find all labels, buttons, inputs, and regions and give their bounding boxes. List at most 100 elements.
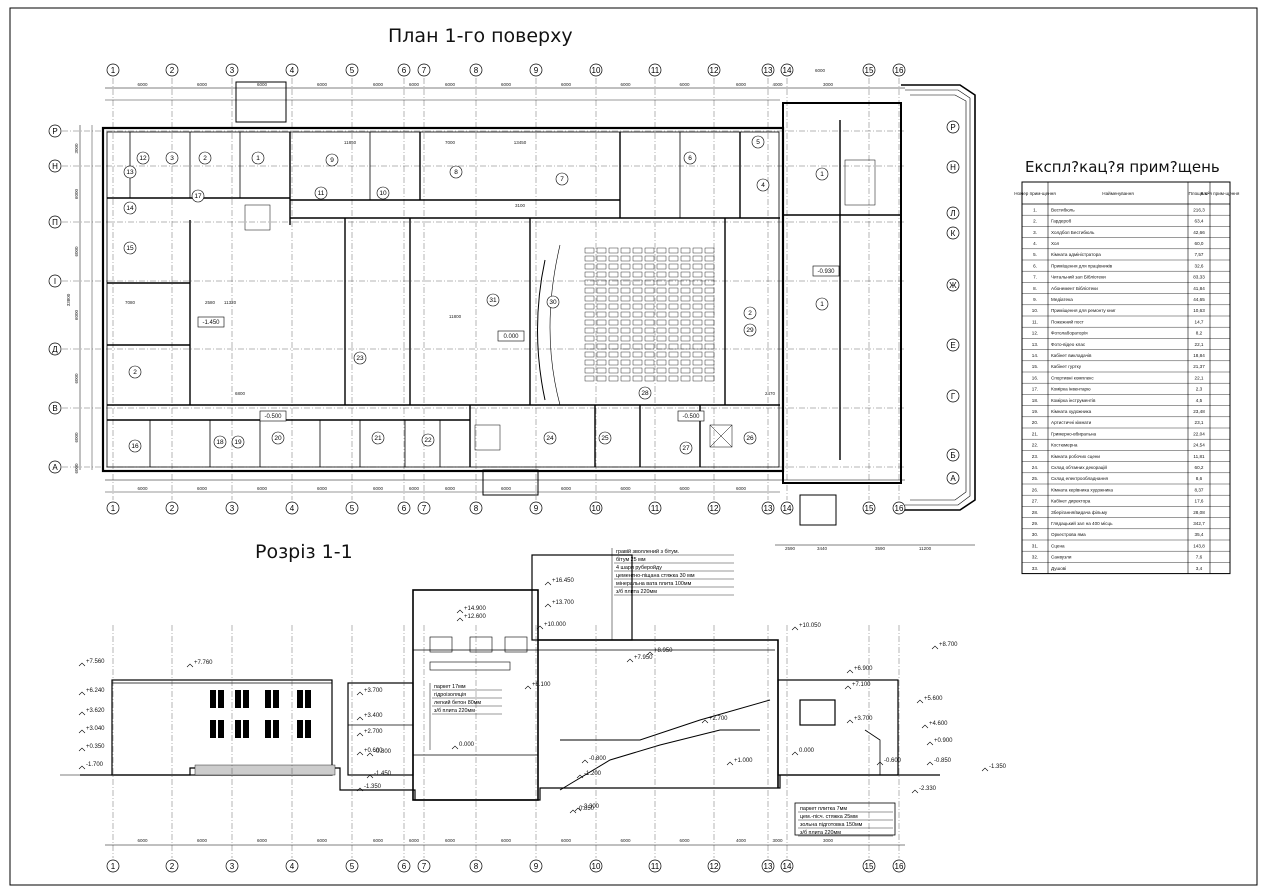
- section-level-value: +12.600: [464, 614, 487, 620]
- room-number: 21: [374, 435, 382, 442]
- axis-bubble-left-2: П: [48, 215, 62, 229]
- axis-bubble-right-5-label: Е: [950, 341, 955, 350]
- section-level-mark: +0.350: [78, 744, 105, 752]
- room-number: 8: [454, 169, 458, 176]
- room-tag-6: 6: [683, 151, 697, 165]
- table-cell: 3,4: [1196, 566, 1203, 571]
- axis-bubble-right-8-label: А: [950, 474, 956, 483]
- axis-bubble-bottom-3: 3: [225, 501, 239, 515]
- table-cell: Спортивні комплекс: [1051, 375, 1094, 380]
- section-dim: 6000: [373, 838, 384, 843]
- room-number: 13: [126, 169, 134, 176]
- table-cell: Кімната робочих сцени: [1051, 454, 1100, 459]
- table-cell: 342,7: [1193, 521, 1205, 526]
- section-axis-bubble-5: 5: [345, 859, 359, 873]
- section-axis-bubble-6: 6: [397, 859, 411, 873]
- section-dim: 6000: [679, 838, 690, 843]
- axis-bubble-top-3: 3: [225, 63, 239, 77]
- section-level-value: -2.330: [919, 786, 937, 792]
- room-number: 19: [234, 439, 242, 446]
- axis-bubble-left-5: В: [48, 401, 62, 415]
- section-level-value: -1.700: [86, 762, 104, 768]
- section-axis-bubble-11: 11: [648, 859, 662, 873]
- room-tag-2: 2: [128, 365, 142, 379]
- section-dim: 4000: [736, 838, 747, 843]
- axis-bubble-top-14-label: 14: [783, 66, 792, 75]
- table-cell: Кімната керівника художника: [1051, 487, 1113, 492]
- section-level-value: +3.700: [364, 688, 383, 694]
- room-number: 3: [170, 155, 174, 162]
- section-level-value: +3.700: [854, 716, 873, 722]
- axis-bubble-left-6: А: [48, 460, 62, 474]
- room-tag-12: 12: [136, 151, 150, 165]
- window: [218, 720, 224, 738]
- window: [218, 690, 224, 708]
- roof-layer-note: мінеральна вата плита 100мм: [616, 581, 692, 587]
- section-axis-bubble-9: 9: [529, 859, 543, 873]
- plan-dim-top: 6000: [197, 82, 208, 87]
- section-level-mark: +8.950: [646, 648, 673, 656]
- table-cell: Глядацький зал на 400 місць: [1051, 520, 1113, 526]
- plan-dim-bottom: 6000: [257, 486, 268, 491]
- axis-bubble-bottom-13: 13: [761, 501, 775, 515]
- axis-bubble-left-4-label: Д: [52, 345, 58, 354]
- section-dim: 6000: [561, 838, 572, 843]
- plan-title: План 1-го поверху: [388, 25, 573, 47]
- table-cell: 24,54: [1193, 443, 1205, 448]
- plan-dim-bottom: 6000: [197, 486, 208, 491]
- room-tag-21: 21: [371, 431, 385, 445]
- section-axis-bubble-1: 1: [106, 859, 120, 873]
- floor-layer-note-right: зольна підготовка 150мм: [800, 822, 863, 828]
- section-level-mark: +3.700: [846, 716, 873, 724]
- section-level-value: +5.600: [924, 696, 943, 702]
- plan-dim-internal: 3100: [515, 203, 526, 208]
- table-cell: 24.: [1032, 465, 1038, 470]
- section-level-mark: +3.700: [356, 688, 383, 696]
- section-level-value: +4.600: [929, 721, 948, 727]
- table-cell: Хол: [1051, 241, 1059, 246]
- plan-dim-left: 6000: [74, 373, 79, 384]
- window: [243, 690, 249, 708]
- section-dim: 6000: [620, 838, 631, 843]
- table-cell: 32.: [1032, 555, 1038, 560]
- section-axis-bubble-14-label: 14: [783, 862, 792, 871]
- room-number: 1: [256, 155, 260, 162]
- section-level-mark: +10.000: [536, 622, 567, 630]
- table-cell: Склад об'ємних декорацій: [1051, 464, 1107, 470]
- roof-layer-note: цементно-піщана стяжка 30 мм: [616, 573, 695, 579]
- axis-bubble-right-7-label: Б: [950, 451, 955, 460]
- section-title: Розріз 1-1: [255, 541, 353, 563]
- table-header: Кат-я прим-щення: [1201, 191, 1240, 196]
- plan-dim-internal: 11320: [224, 300, 237, 305]
- table-cell: Фото-відео клас: [1051, 342, 1086, 347]
- section-level-value: +8.700: [939, 642, 958, 648]
- axis-bubble-right-1: Н: [946, 160, 960, 174]
- floor-layer-note: з/б плита 220мм: [434, 708, 475, 714]
- section-level-value: +3.040: [86, 726, 105, 732]
- table-cell: Холдбол Бестибюль: [1051, 230, 1095, 235]
- axis-bubble-top-7: 7: [417, 63, 431, 77]
- table-header: Площа м²: [1189, 191, 1210, 196]
- table-cell: 23,1: [1195, 420, 1204, 425]
- plan-dim-top-wing: 6000: [815, 68, 826, 73]
- plan-dim-top: 6000: [679, 82, 690, 87]
- room-number: 22: [424, 437, 432, 444]
- plan-dim-bottom: 6000: [736, 486, 747, 491]
- table-cell: 33.: [1032, 566, 1038, 571]
- section-level-value: -1.200: [584, 771, 602, 777]
- axis-bubble-left-0-label: Р: [52, 127, 57, 136]
- table-cell: 14.: [1032, 353, 1038, 358]
- plan-level-mark: -0.930: [812, 265, 840, 277]
- axis-bubble-bottom-15-label: 15: [865, 504, 874, 513]
- section-axis-bubble-4: 4: [285, 859, 299, 873]
- window: [243, 720, 249, 738]
- floor-layer-note-right: паркет плитка 7мм: [800, 806, 847, 812]
- axis-bubble-left-1-label: Н: [52, 162, 58, 171]
- room-tag-30: 30: [546, 295, 560, 309]
- axis-bubble-right-6: Г: [946, 389, 960, 403]
- table-cell: Абонемент Бібліотеки: [1051, 286, 1098, 291]
- table-cell: Склад електрообладнання: [1051, 476, 1109, 481]
- section-level-mark: +7.100: [844, 682, 871, 690]
- axis-bubble-top-7-label: 7: [422, 66, 427, 75]
- plan-dim-top: 6000: [501, 82, 512, 87]
